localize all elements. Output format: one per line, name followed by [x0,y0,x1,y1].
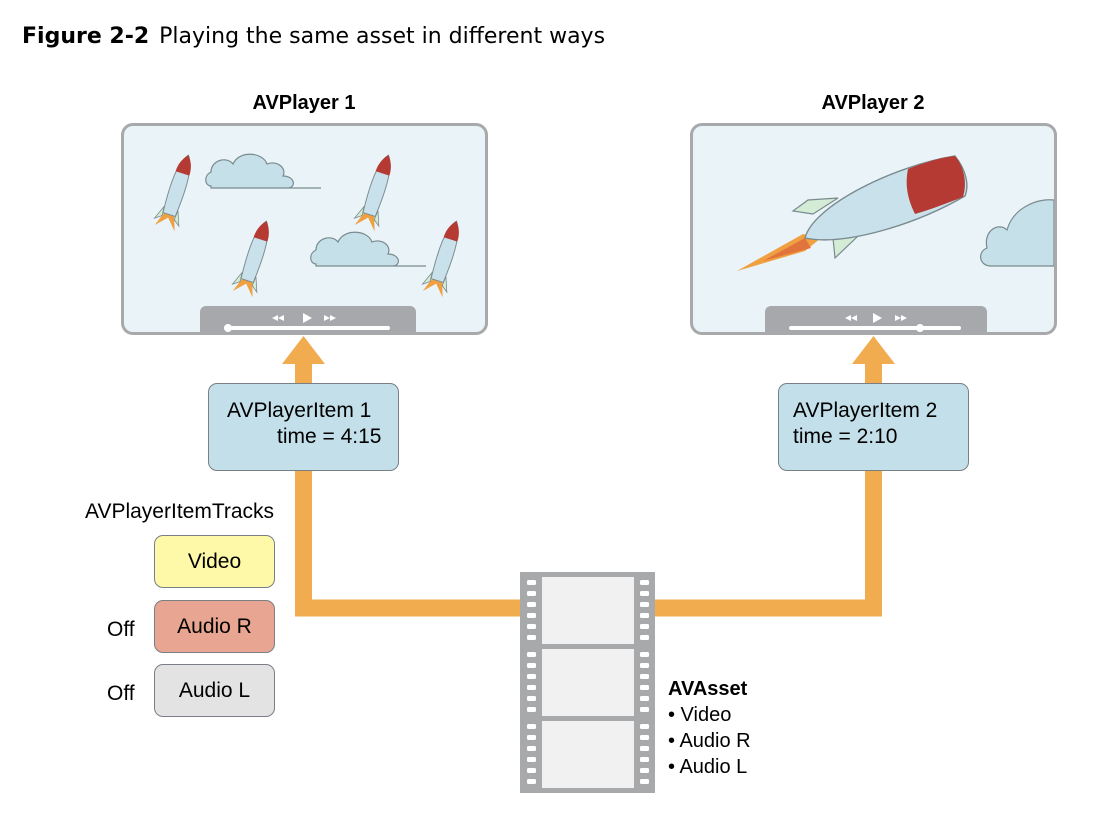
track-audio-l-label: Audio L [178,678,251,702]
playhead [916,324,924,332]
rocket-icon [352,150,402,233]
arrow-head-right [852,336,895,364]
player-2-title: AVPlayer 2 [821,92,925,114]
player-1-scene [152,150,470,332]
fast-forward-icon [324,315,336,321]
track-audio-r-label: Audio R [177,614,252,638]
cloud-icon [310,231,427,267]
asset-title: AVAsset [668,678,748,700]
figure-number: Figure 2-2 [22,24,150,49]
player-item-2-time: time = 2:10 [793,425,898,448]
play-icon [303,313,312,323]
rocket-icon [230,216,280,299]
track-video-label: Video [187,549,242,573]
rewind-icon [272,315,284,321]
figure-title: Playing the same asset in different ways [159,24,606,49]
asset-track: • Audio L [668,756,748,778]
tracks-label: AVPlayerItemTracks [85,500,275,523]
rewind-icon [845,315,857,321]
player-item-2: AVPlayerItem 2 time = 2:10 [778,383,969,471]
playhead [224,324,232,332]
film-strip-icon [520,572,655,793]
player-1-title: AVPlayer 1 [252,92,356,114]
media-controller [200,306,416,332]
media-controller [765,306,987,332]
track-audio-r: Audio R [154,600,275,653]
cloud-icon [205,153,322,189]
cloud-icon [980,199,1054,267]
player-2-scene [737,155,1054,332]
figure-caption: Figure 2-2 Playing the same asset in diff… [22,24,605,49]
player-item-2-name: AVPlayerItem 2 [793,399,938,422]
player-item-1: AVPlayerItem 1 time = 4:15 [208,383,399,471]
track-audio-r-state: Off [107,618,135,641]
track-audio-l: Audio L [154,664,275,717]
rocket-icon [152,150,202,233]
arrow-shaft-left-upper [295,362,312,387]
player-1-screen [121,123,488,335]
player-item-1-time: time = 4:15 [277,425,382,448]
connector-left [295,470,521,617]
track-video: Video [154,535,275,588]
asset-track: • Video [668,704,732,726]
track-audio-l-state: Off [107,682,135,705]
rocket-icon [420,216,470,299]
arrow-shaft-right-upper [865,362,882,384]
asset-track: • Audio R [668,730,751,752]
player-2-screen [690,123,1057,335]
connector-right [654,470,882,617]
player-item-1-name: AVPlayerItem 1 [227,399,372,422]
fast-forward-icon [895,315,907,321]
play-icon [873,313,882,323]
asset-description: AVAsset • Video • Audio R • Audio L [668,676,751,780]
arrow-head-left [282,336,325,364]
